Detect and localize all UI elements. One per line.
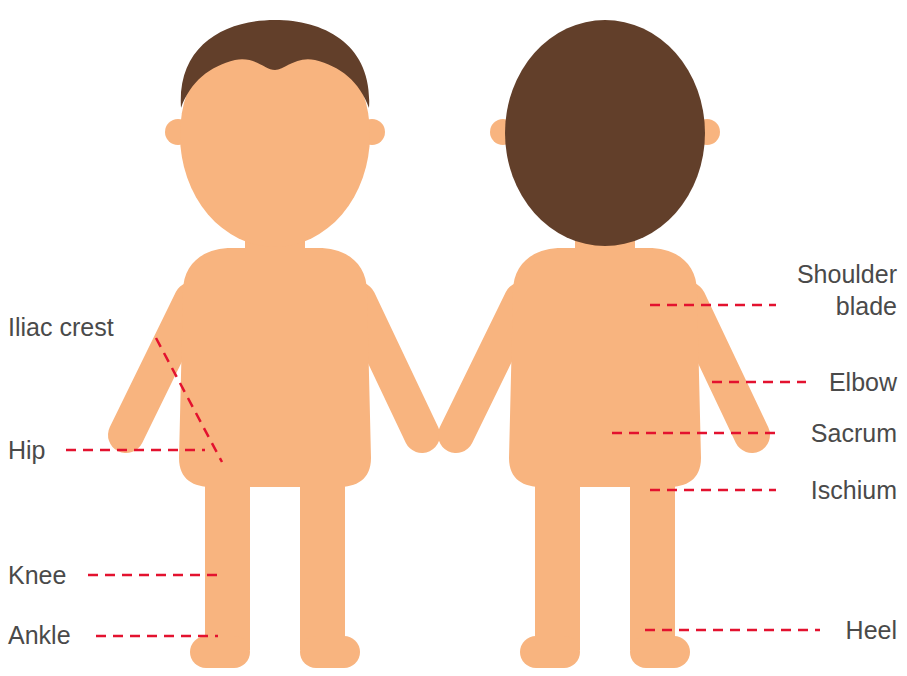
part-label: Sacrum — [811, 417, 897, 449]
leg — [300, 470, 345, 650]
part-label: Heel — [846, 614, 897, 646]
part-label: Shoulder blade — [777, 258, 897, 322]
leader-line — [712, 381, 806, 384]
leader-line — [645, 629, 820, 632]
torso — [509, 248, 701, 487]
foot — [300, 636, 360, 668]
leader-line — [650, 489, 776, 492]
foot — [630, 636, 690, 668]
leader-line — [612, 432, 776, 435]
leader-line — [156, 338, 222, 462]
foot — [520, 636, 580, 668]
back-hair — [505, 20, 705, 246]
part-label: Ankle — [8, 619, 71, 651]
leg — [630, 470, 675, 650]
back-figure — [456, 20, 752, 668]
leader-line — [650, 304, 776, 307]
leader-line — [66, 449, 205, 452]
leader-lines — [66, 305, 820, 636]
foot — [190, 636, 250, 668]
front-figure — [126, 20, 422, 668]
part-label: Knee — [8, 559, 66, 591]
part-label: Ischium — [811, 474, 897, 506]
hair — [181, 20, 369, 108]
part-label: Hip — [8, 434, 46, 466]
leader-line — [96, 635, 218, 638]
leg — [205, 470, 250, 650]
part-label: Iliac crest — [8, 311, 114, 343]
leader-line — [88, 574, 222, 577]
torso — [179, 248, 371, 487]
part-label: Elbow — [829, 366, 897, 398]
leg — [535, 470, 580, 650]
